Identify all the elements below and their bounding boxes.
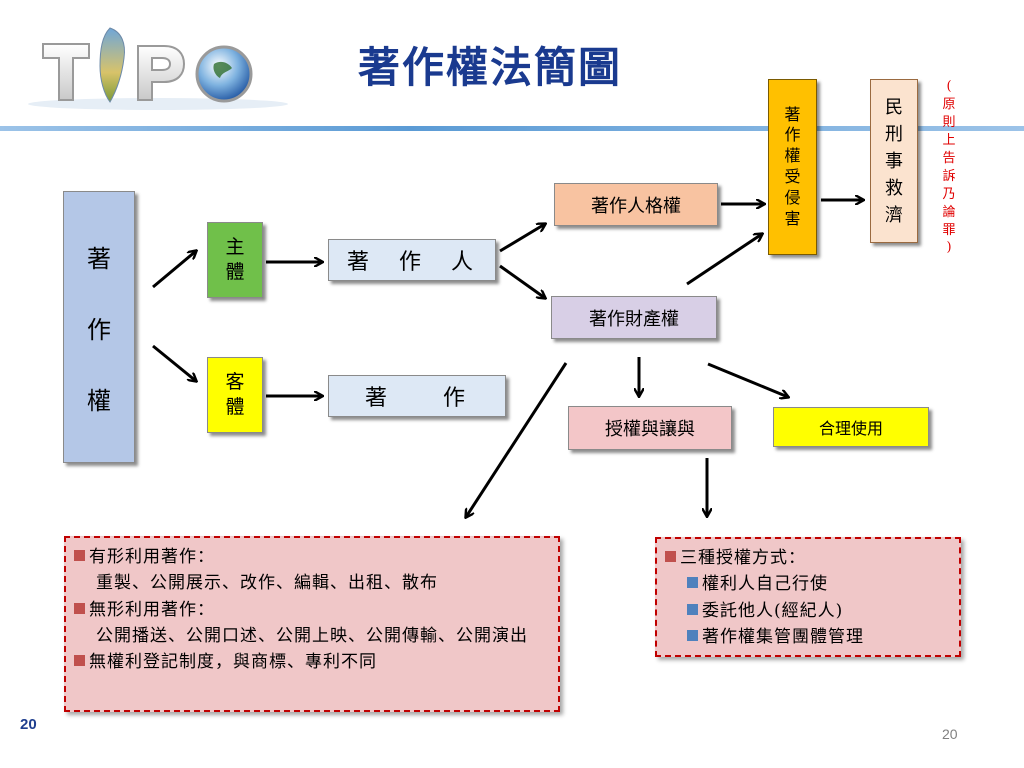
bullet-icon	[74, 602, 85, 614]
arrow-economic-infringe	[686, 234, 762, 286]
arrow-author-moral	[499, 224, 545, 253]
remedy-node: 民 刑 事 救 濟	[870, 79, 918, 243]
arrow-copyright-subject	[152, 251, 196, 289]
tipo-logo	[28, 27, 288, 110]
license-node: 授權與讓與	[568, 406, 732, 450]
license-methods-panel: 三種授權方式： 權利人自己行使 委託他人(經紀人) 著作權集管團體管理	[655, 537, 961, 657]
fair-use-node: 合理使用	[773, 407, 929, 447]
copyright-node: 著 作 權	[63, 191, 135, 463]
moral-right-node: 著作人格權	[554, 183, 718, 226]
header-divider	[0, 126, 1024, 131]
page-title: 著作權法簡圖	[357, 43, 622, 92]
license-method-item: 權利人自己行使	[665, 571, 951, 597]
bullet-icon	[687, 603, 698, 615]
arrow-economic-panel	[466, 362, 568, 517]
usage-panel: 有形利用著作： 重製、公開展示、改作、編輯、出租、散布 無形利用著作： 公開播送…	[64, 536, 560, 712]
usage-item-tangible-detail: 重製、公開展示、改作、編輯、出租、散布	[96, 573, 438, 594]
usage-item-intangible: 無形利用著作：	[74, 597, 550, 623]
bullet-icon	[74, 655, 85, 667]
page-number: 20	[20, 716, 37, 733]
object-node: 客 體	[207, 357, 263, 433]
usage-item-tangible: 有形利用著作：	[74, 544, 550, 570]
arrow-economic-fairuse	[707, 362, 788, 397]
bullet-icon	[687, 630, 698, 642]
work-node: 著 作	[328, 375, 506, 417]
arrow-copyright-object	[152, 344, 196, 381]
subject-node: 主 體	[207, 222, 263, 298]
slide-number: 20	[942, 726, 958, 742]
license-methods-title: 三種授權方式：	[665, 545, 951, 571]
license-method-item: 著作權集管團體管理	[665, 624, 951, 650]
license-method-item: 委託他人(經紀人)	[665, 598, 951, 624]
economic-right-node: 著作財產權	[551, 296, 717, 339]
complaint-note: ( 原 則 上 告 訴 乃 論 罪 )	[942, 79, 956, 256]
bullet-icon	[74, 550, 85, 561]
bullet-icon	[665, 551, 676, 562]
infringement-node: 著 作 權 受 侵 害	[768, 79, 817, 255]
bullet-icon	[687, 577, 698, 589]
arrow-author-economic	[499, 264, 545, 298]
usage-item-registration: 無權利登記制度，與商標、專利不同	[74, 649, 550, 675]
usage-item-intangible-detail: 公開播送、公開口述、公開上映、公開傳輸、公開演出	[96, 626, 528, 647]
author-node: 著 作 人	[328, 239, 496, 281]
